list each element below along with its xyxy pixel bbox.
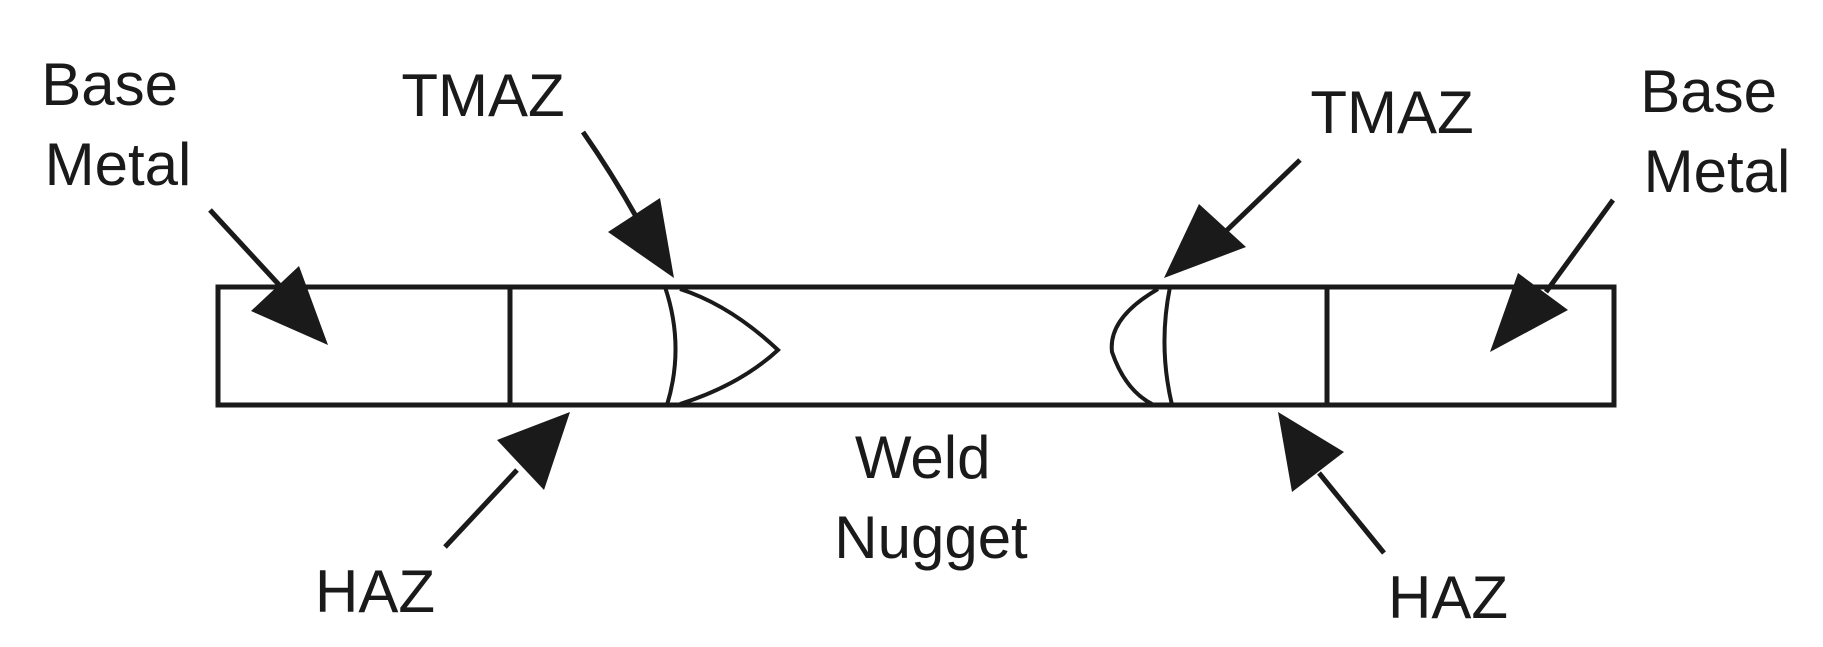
label-base-metal-left: Base Metal <box>41 51 194 198</box>
label-base-metal-left-line2: Metal <box>45 131 192 198</box>
label-base-metal-right-line1: Base <box>1640 58 1777 125</box>
label-base-metal-right-line2: Metal <box>1644 138 1791 205</box>
label-tmaz-right: TMAZ <box>1310 79 1473 146</box>
workpiece-plate <box>215 284 1617 408</box>
arrow-base-metal-right <box>1490 198 1616 352</box>
label-haz-right: HAZ <box>1388 564 1508 631</box>
arrow-tmaz-right <box>1164 158 1302 278</box>
arrow-haz-left <box>443 412 570 549</box>
label-base-metal-right: Base Metal <box>1640 58 1793 205</box>
label-weld-nugget-line2: Nugget <box>834 504 1028 571</box>
label-haz-left: HAZ <box>315 558 435 625</box>
label-tmaz-left: TMAZ <box>401 62 564 129</box>
right-tmaz-boundary <box>1162 286 1174 406</box>
left-nugget-boundary <box>679 287 781 406</box>
arrow-haz-right <box>1278 412 1386 555</box>
label-weld-nugget-line1: Weld <box>855 424 991 491</box>
label-base-metal-left-line1: Base <box>41 51 178 118</box>
label-weld-nugget: Weld Nugget <box>834 424 1028 571</box>
right-nugget-boundary <box>1109 287 1160 406</box>
arrow-tmaz-left <box>580 130 674 278</box>
arrow-base-metal-left <box>208 208 328 345</box>
left-tmaz-boundary <box>663 286 678 406</box>
